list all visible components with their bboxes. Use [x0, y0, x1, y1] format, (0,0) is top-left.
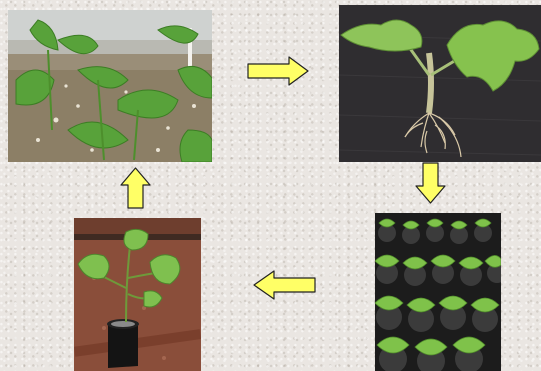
- arrow-right-icon: [247, 56, 309, 86]
- uprooted-seedling-photo: [339, 5, 541, 162]
- arrow-down-icon: [415, 162, 446, 204]
- arrow-up-icon: [120, 167, 151, 209]
- potted-seedling-photo: [74, 218, 201, 371]
- seedlings-in-seedbed-photo: [8, 10, 212, 162]
- seedlings-in-bags-photo: [375, 213, 501, 371]
- arrow-left-icon: [253, 270, 316, 300]
